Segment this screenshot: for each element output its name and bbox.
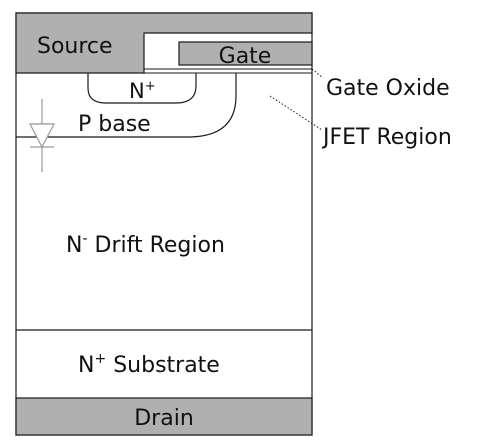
drain-label: Drain bbox=[134, 406, 194, 431]
drift-region-label: N- Drift Region bbox=[66, 231, 225, 258]
device-body bbox=[15, 12, 313, 436]
body-diode-symbol bbox=[29, 99, 55, 172]
jfet-region-label: JFET Region bbox=[321, 125, 452, 150]
substrate-label: N+ Substrate bbox=[78, 351, 220, 378]
gate-electrode bbox=[178, 41, 313, 66]
gate-oxide-label: Gate Oxide bbox=[326, 76, 450, 101]
gate-oxide-leader bbox=[298, 68, 324, 79]
p-base-region bbox=[16, 73, 237, 138]
n-plus-label: N+ bbox=[129, 79, 156, 103]
source-label: Source bbox=[37, 34, 113, 59]
n-plus-region bbox=[87, 73, 197, 104]
p-base-label: P base bbox=[78, 112, 151, 137]
gate-label: Gate bbox=[219, 44, 272, 69]
drain-metal bbox=[15, 397, 313, 436]
